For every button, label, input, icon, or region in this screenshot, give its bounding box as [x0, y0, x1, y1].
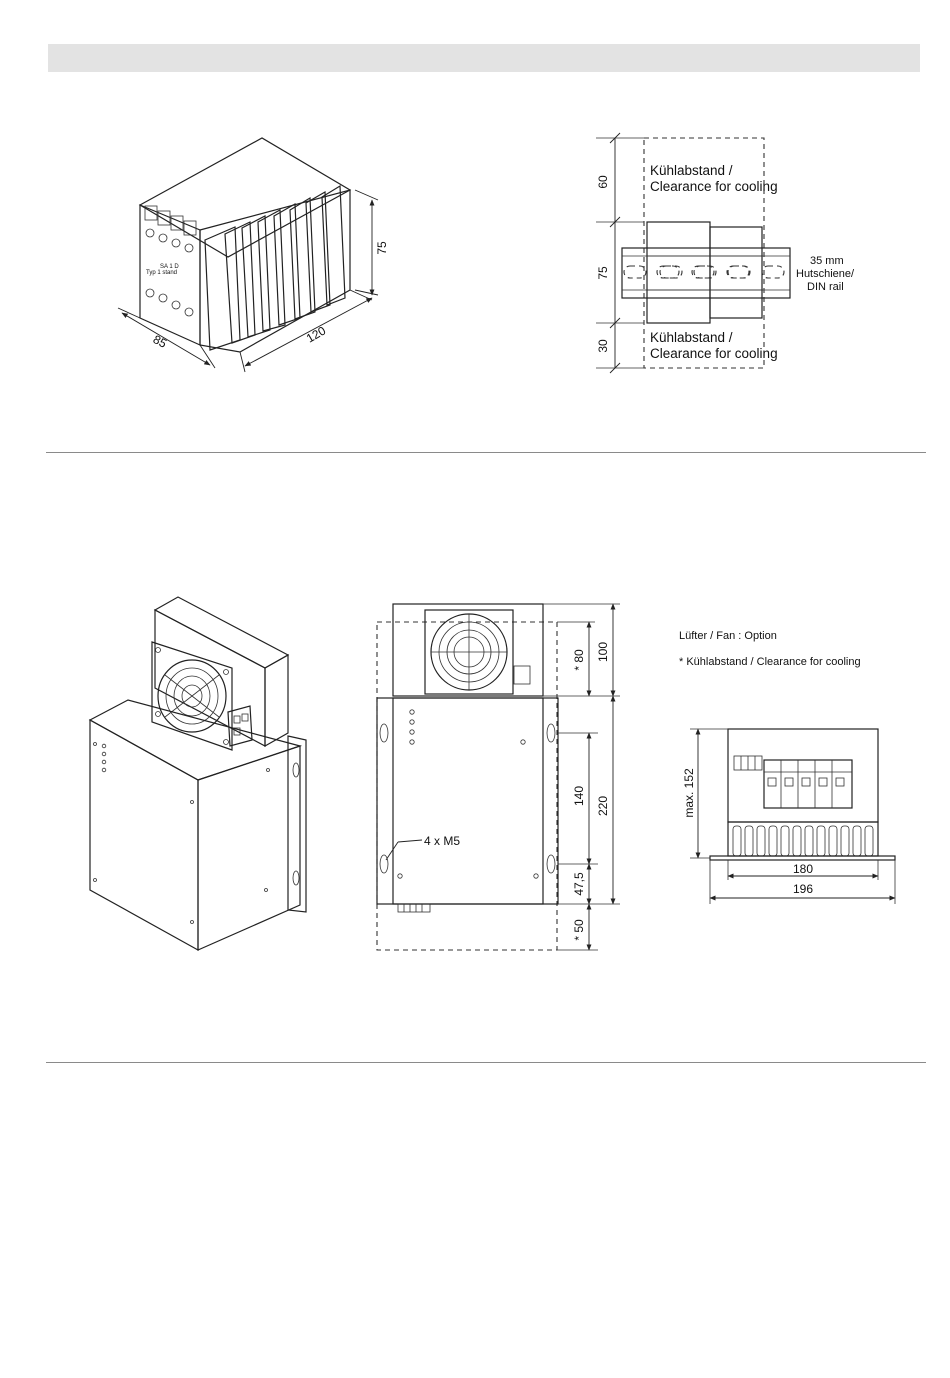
dim-max-152: max. 152 [682, 768, 696, 818]
legend-fan-option: Lüfter / Fan : Option [679, 630, 777, 642]
heatsink-fins-front [733, 826, 873, 856]
section-divider-2 [46, 1062, 926, 1063]
dim-196: 196 [793, 882, 813, 896]
legend-clearance-note: * Kühlabstand / Clearance for cooling [679, 656, 861, 668]
dim-180: 180 [793, 862, 813, 876]
breaker-modules [764, 760, 852, 808]
